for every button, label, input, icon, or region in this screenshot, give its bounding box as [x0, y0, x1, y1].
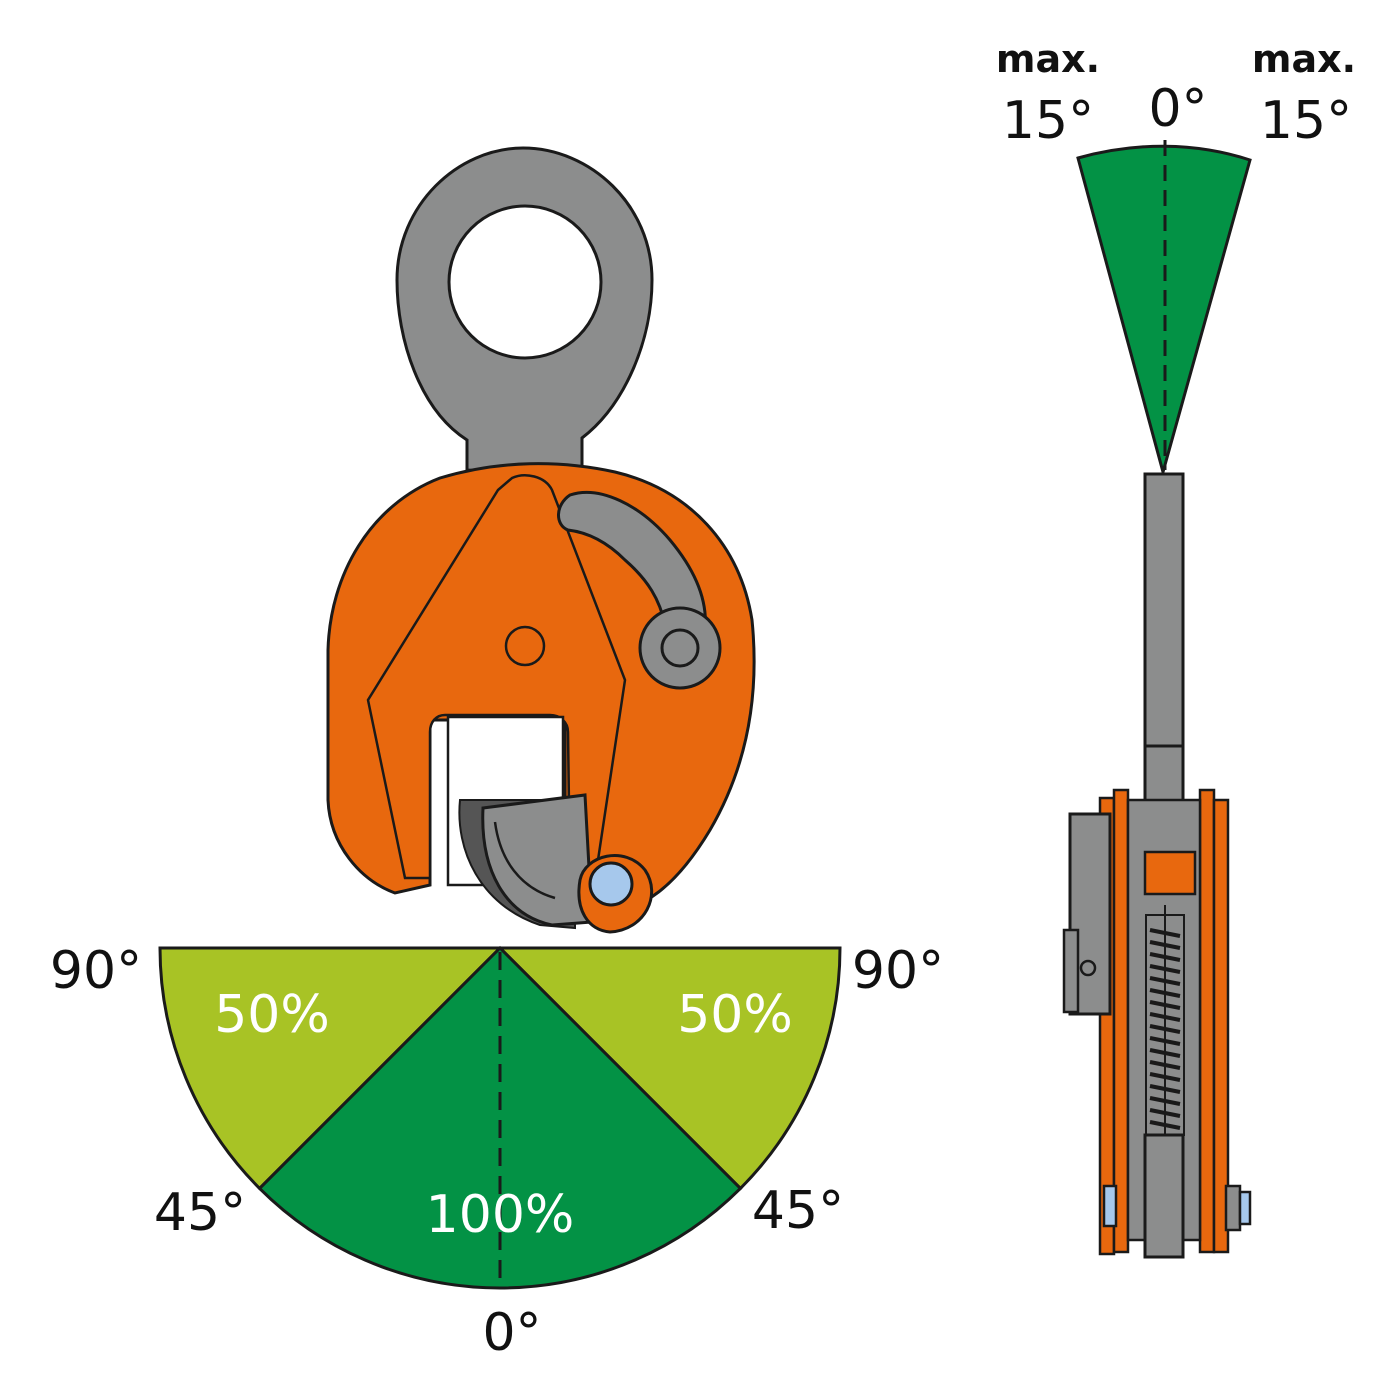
- lifting-eye-hole: [447, 204, 603, 360]
- side-shank-lower: [1143, 744, 1185, 806]
- side-plate-left-inner: [1112, 788, 1130, 1254]
- side-lever-bolt: [1079, 959, 1097, 977]
- angle-label-left-90: 90°: [50, 941, 142, 1001]
- side-orange-block: [1143, 850, 1197, 896]
- angle-label-right-90: 90°: [852, 941, 944, 1001]
- clamp-side-view: max. 15° 0° max. 15°: [996, 37, 1356, 1259]
- zone-right-50: [496, 946, 842, 1191]
- gripping-cam: [481, 793, 594, 927]
- side-label-left-angle: 15°: [1002, 91, 1094, 151]
- zone-right-label: 50%: [677, 985, 793, 1045]
- side-bolt-right-tip: [1238, 1190, 1252, 1226]
- load-angle-chart: 50% 50% 100% 90° 90° 45° 45° 0°: [50, 941, 944, 1363]
- side-spring: [1145, 905, 1185, 1140]
- zone-center-label: 100%: [426, 1185, 575, 1245]
- angle-label-right-45: 45°: [752, 1181, 844, 1241]
- clamp-front-view: [326, 146, 756, 934]
- zone-left-label: 50%: [214, 985, 330, 1045]
- angle-label-left-45: 45°: [154, 1183, 246, 1243]
- side-plate-right-inner: [1198, 788, 1216, 1254]
- side-label-right-angle: 15°: [1260, 91, 1352, 151]
- side-label-center-angle: 0°: [1148, 79, 1207, 139]
- zone-center-100: [257, 945, 743, 1290]
- center-hole: [504, 625, 546, 667]
- side-bolt-left: [1102, 1184, 1118, 1228]
- lifting-eye: [395, 146, 654, 480]
- side-plate-right-outer: [1212, 798, 1230, 1254]
- cam-inner-line: [493, 821, 556, 900]
- side-bottom-shank: [1143, 1133, 1185, 1259]
- angle-label-bottom-0: 0°: [482, 1303, 541, 1363]
- bottom-pin: [588, 861, 634, 907]
- side-label-left-max: max.: [996, 37, 1100, 81]
- zone-left-50: [158, 946, 504, 1191]
- side-bolt-right-nut: [1224, 1184, 1242, 1232]
- side-shank-upper: [1143, 472, 1185, 748]
- side-label-right-max: max.: [1252, 37, 1356, 81]
- side-lever-tab: [1062, 928, 1080, 1014]
- lever-pivot-center: [660, 628, 700, 668]
